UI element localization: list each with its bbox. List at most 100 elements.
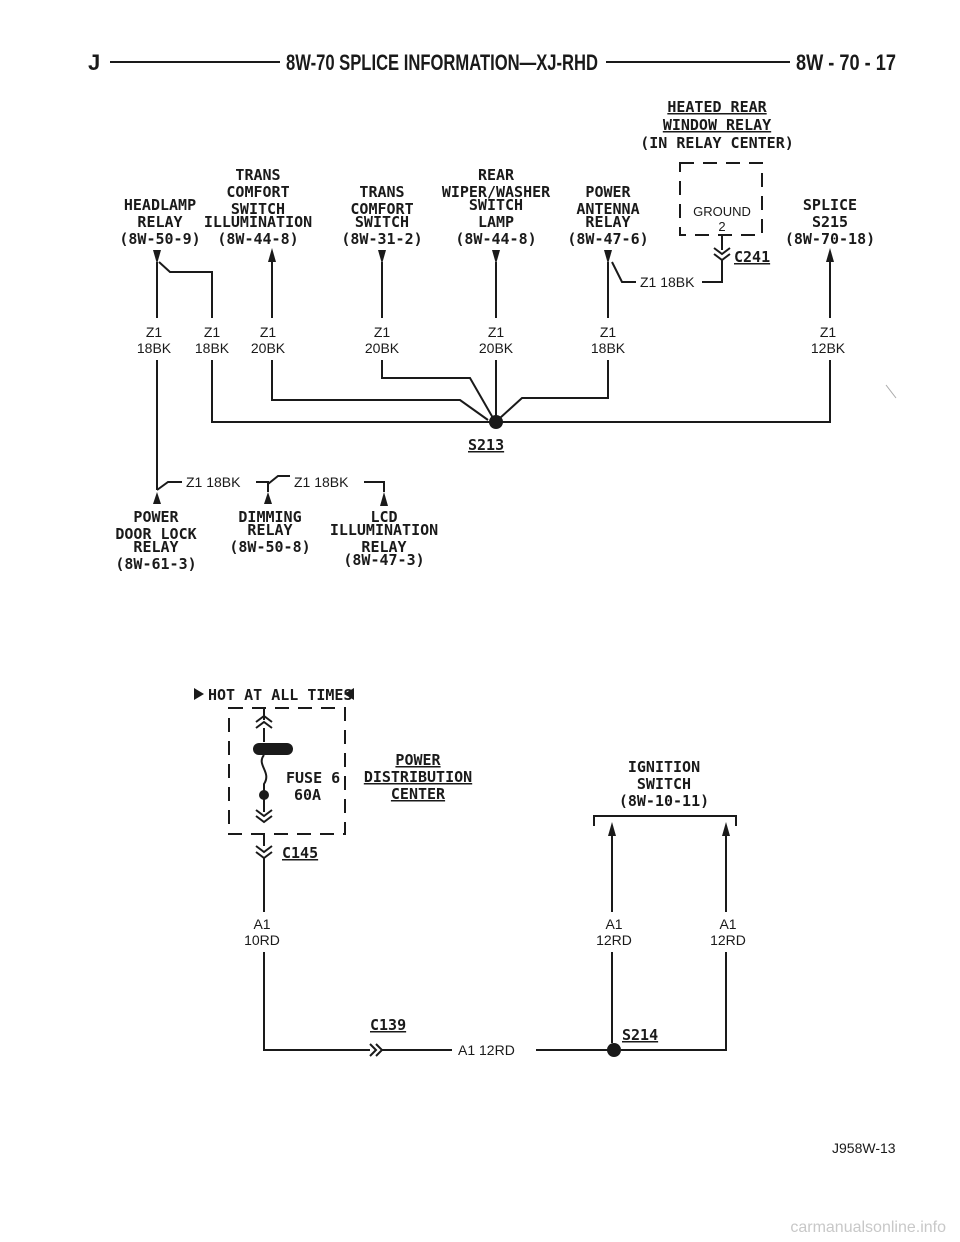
ignition-arrow-right-icon (722, 822, 730, 836)
svg-text:SWITCH: SWITCH (231, 200, 285, 218)
fuse-bottom-connector-icon (255, 809, 273, 824)
svg-text:ANTENNA: ANTENNA (576, 200, 639, 218)
svg-text:RELAY: RELAY (361, 538, 406, 556)
svg-text:COMFORT: COMFORT (226, 183, 289, 201)
heated-rear-line1: HEATED REAR (667, 98, 767, 116)
svg-text:(8W-50-8): (8W-50-8) (229, 538, 310, 556)
lcd-wire-bend (364, 481, 385, 492)
svg-text:SWITCH: SWITCH (355, 213, 409, 231)
c145-connector-icon (255, 834, 273, 860)
svg-text:ILLUMINATION: ILLUMINATION (330, 521, 438, 539)
ground-wire (702, 260, 723, 283)
s214-right-wire (621, 952, 727, 1051)
s214-label: S214 (622, 1026, 658, 1044)
svg-text:LAMP: LAMP (478, 213, 514, 231)
svg-text:RELAY: RELAY (137, 213, 182, 231)
watermark: carmanualsonline.info (790, 1219, 946, 1236)
svg-text:RELAY: RELAY (247, 521, 292, 539)
stray-mark (885, 384, 897, 399)
dimming-arrow-icon (264, 492, 272, 504)
fuse-element-icon (253, 743, 293, 755)
rear-wiper-washer-label: REAR WIPER/WASHER SWITCH LAMP (8W-44-8) (442, 166, 551, 248)
a1-12rd-right-label-1: A1 (719, 916, 736, 932)
svg-text:DIMMING: DIMMING (238, 508, 301, 526)
heated-rear-line3: (IN RELAY CENTER) (640, 134, 794, 152)
power-antenna-arrow-icon (604, 250, 612, 264)
header-title: 8W-70 SPLICE INFORMATION—XJ-RHD (286, 50, 598, 75)
svg-text:Z1: Z1 (600, 324, 617, 340)
power-antenna-wire-label: Z1 18BK (640, 274, 695, 290)
svg-text:(8W-47-3): (8W-47-3) (343, 551, 424, 569)
svg-text:18BK: 18BK (195, 340, 230, 356)
s213-label: S213 (468, 436, 504, 454)
svg-text:(8W-61-3): (8W-61-3) (115, 555, 196, 573)
svg-text:RELAY: RELAY (133, 538, 178, 556)
header-page-number: 8W - 70 - 17 (796, 50, 896, 75)
svg-text:POWER: POWER (395, 751, 441, 769)
svg-text:Z1: Z1 (374, 324, 391, 340)
fuse-node-dot (259, 790, 269, 800)
svg-text:POWER: POWER (133, 508, 179, 526)
dimming-wire-bend (256, 475, 290, 492)
svg-text:(8W-50-9): (8W-50-9) (119, 230, 200, 248)
illumination-arrow-icon (268, 248, 276, 262)
dimming-relay-label: DIMMING RELAY (8W-50-8) (229, 508, 310, 556)
header-left: J (88, 50, 100, 75)
svg-text:20BK: 20BK (251, 340, 286, 356)
figure-code: J958W-13 (832, 1140, 896, 1156)
headlamp-branch-wire (158, 261, 213, 318)
antenna-wire-to-splice (499, 360, 609, 419)
svg-text:(8W-70-18): (8W-70-18) (785, 230, 875, 248)
trans-comfort-illumination-label: TRANS COMFORT SWITCH ILLUMINATION (8W-44… (204, 166, 312, 248)
svg-text:20BK: 20BK (479, 340, 514, 356)
a1-10rd-label-1: A1 (253, 916, 270, 932)
svg-text:12BK: 12BK (811, 340, 846, 356)
svg-text:SWITCH: SWITCH (637, 775, 691, 793)
s213-splice-dot (489, 415, 503, 429)
power-door-lock-label: POWER DOOR LOCK RELAY (8W-61-3) (115, 508, 196, 573)
fuse-rating: 60A (294, 786, 321, 804)
trans-comfort-switch-label: TRANS COMFORT SWITCH (8W-31-2) (341, 183, 422, 248)
fuse-link (260, 754, 268, 812)
ignition-switch-bracket (593, 815, 737, 826)
fuse-label: FUSE 6 (286, 769, 340, 787)
svg-text:DOOR LOCK: DOOR LOCK (115, 525, 196, 543)
pdc-fuse-box (228, 707, 346, 835)
s215-wire-to-splice (502, 360, 831, 423)
door-lock-bend (156, 481, 182, 491)
svg-text:18BK: 18BK (137, 340, 172, 356)
svg-text:COMFORT: COMFORT (350, 200, 413, 218)
a1-10rd-label-2: 10RD (244, 932, 280, 948)
svg-text:RELAY: RELAY (585, 213, 630, 231)
svg-text:IGNITION: IGNITION (628, 758, 700, 776)
svg-text:TRANS: TRANS (359, 183, 404, 201)
headlamp-arrow-icon (153, 250, 161, 264)
c139-connector-icon (364, 1043, 452, 1057)
svg-text:(8W-44-8): (8W-44-8) (455, 230, 536, 248)
svg-text:18BK: 18BK (591, 340, 626, 356)
svg-text:Z1: Z1 (146, 324, 163, 340)
a1-12rd-left-label-1: A1 (605, 916, 622, 932)
c139-label: C139 (370, 1016, 406, 1034)
hot-right-arrow-icon (344, 688, 354, 700)
fuse-top-connector-icon (255, 708, 273, 742)
svg-text:Z1: Z1 (488, 324, 505, 340)
svg-text:(8W-31-2): (8W-31-2) (341, 230, 422, 248)
hot-at-all-times-label: HOT AT ALL TIMES (208, 686, 353, 704)
ignition-arrow-left-icon (608, 822, 616, 836)
a1-12rd-right-label-2: 12RD (710, 932, 746, 948)
svg-text:HEADLAMP: HEADLAMP (124, 196, 196, 214)
ground-label: GROUND (693, 204, 751, 219)
svg-text:DISTRIBUTION: DISTRIBUTION (364, 768, 472, 786)
splice-s215-label: SPLICE S215 (8W-70-18) (785, 196, 875, 248)
svg-text:(8W-10-11): (8W-10-11) (619, 792, 709, 810)
ground-number: 2 (718, 219, 725, 234)
rear-wiper-arrow-icon (492, 250, 500, 264)
svg-text:(8W-44-8): (8W-44-8) (217, 230, 298, 248)
trans-switch-arrow-icon (378, 250, 386, 264)
power-distribution-center-label: POWER DISTRIBUTION CENTER (364, 751, 472, 803)
page-header: J 8W-70 SPLICE INFORMATION—XJ-RHD 8W - 7… (88, 50, 896, 75)
svg-text:TRANS: TRANS (235, 166, 280, 184)
svg-text:ILLUMINATION: ILLUMINATION (204, 213, 312, 231)
